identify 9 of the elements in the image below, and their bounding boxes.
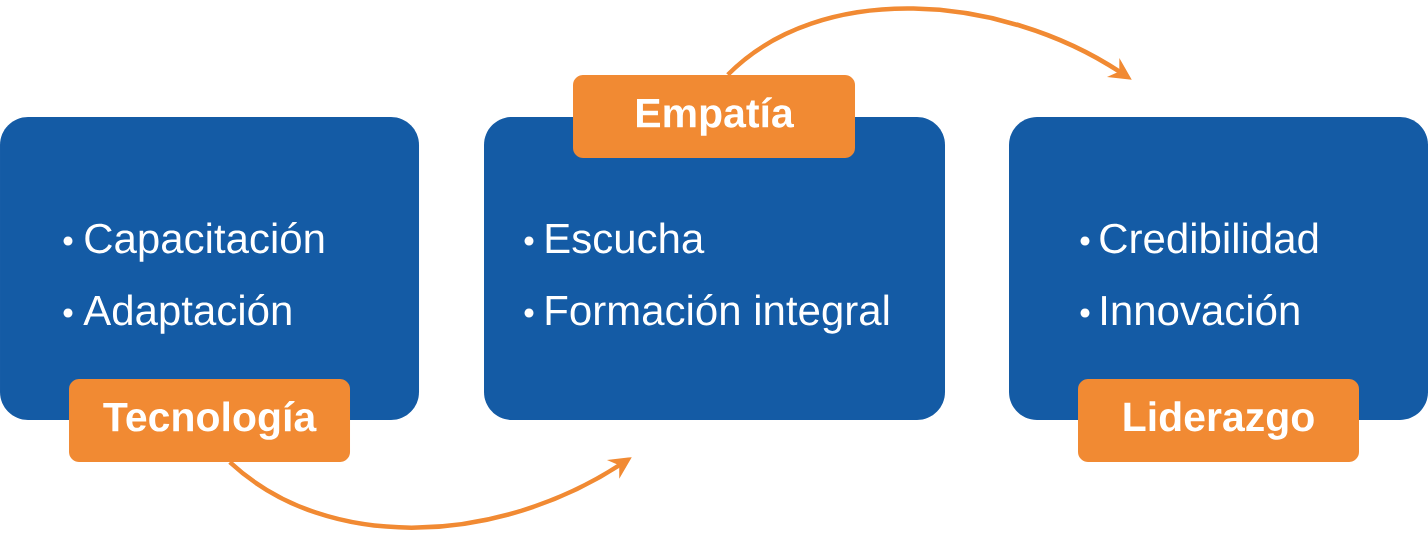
list-item: Capacitación [85, 222, 324, 262]
list-item: Innovación [1102, 294, 1299, 326]
tag-label: Tecnología [69, 379, 350, 462]
list-item: Adaptación [83, 294, 291, 334]
list-item: Credibilidad [1100, 222, 1318, 254]
list-item: Formación integral [546, 294, 889, 334]
tag-label: Empatía [573, 75, 855, 158]
list-item: Escucha [546, 222, 705, 254]
tag-label: Liderazgo [1078, 379, 1359, 462]
